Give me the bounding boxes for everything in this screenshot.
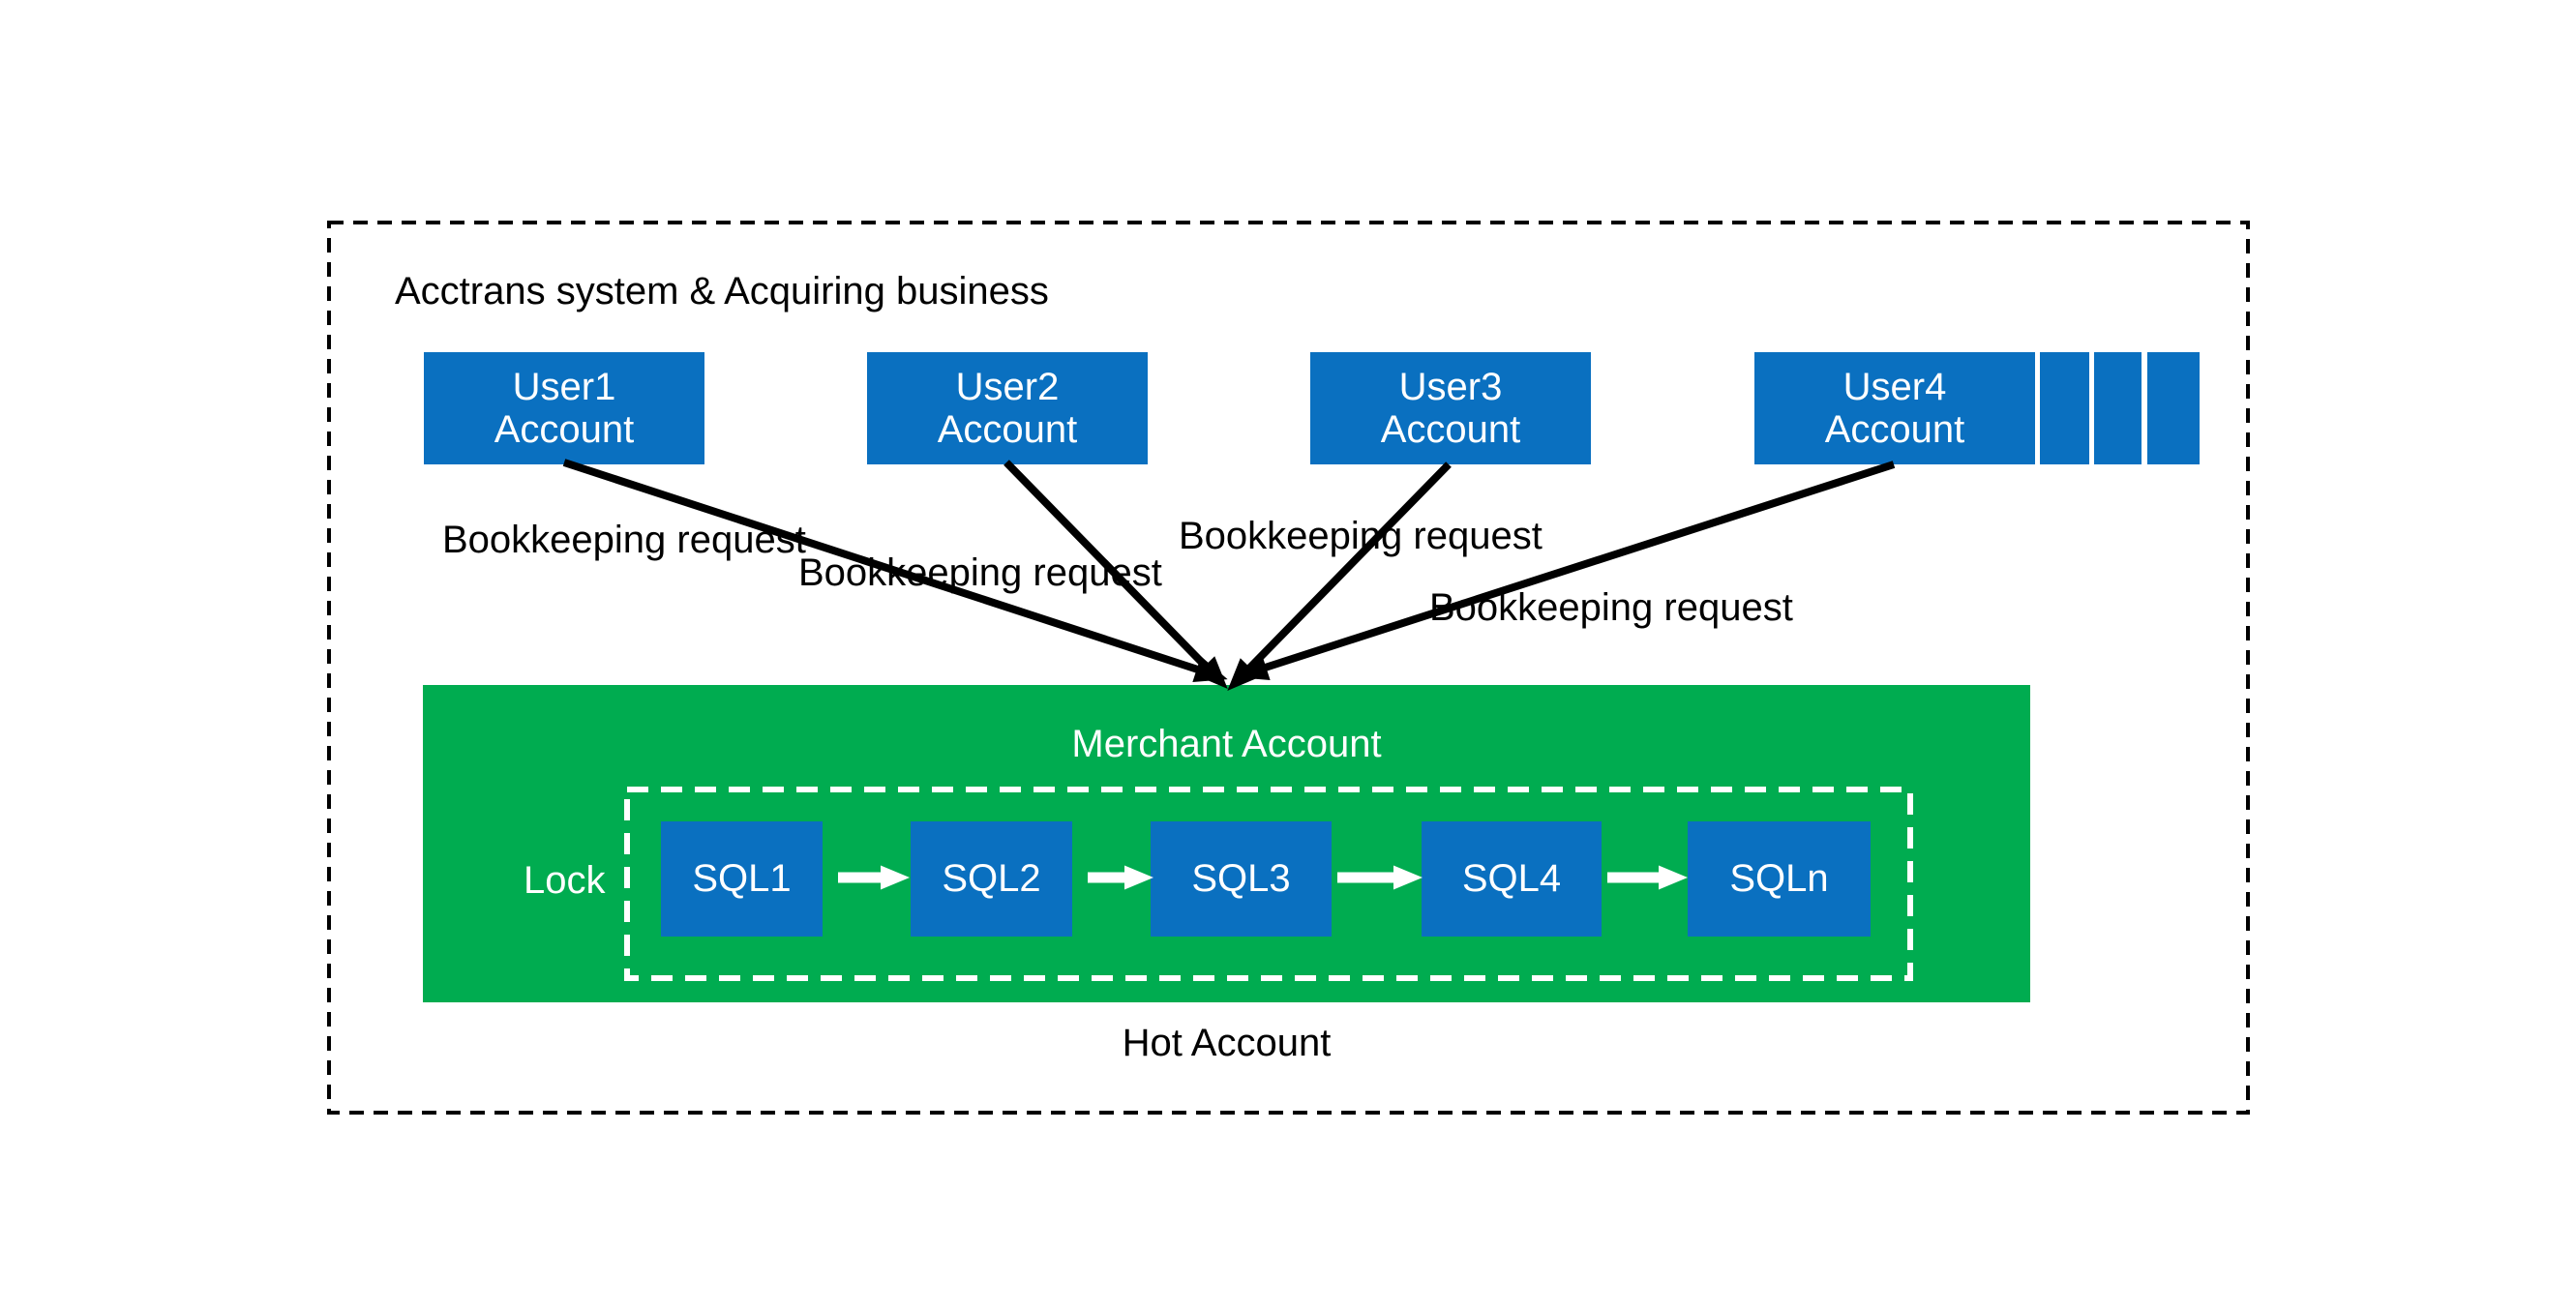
user2-account-box: User2 Account — [867, 352, 1148, 464]
sql4-label: SQL4 — [1461, 857, 1562, 900]
lock-label: Lock — [524, 859, 606, 902]
bookkeeping-request-label-4: Bookkeeping request — [1429, 586, 1793, 629]
sql3-box: SQL3 — [1151, 821, 1332, 937]
sql2-box: SQL2 — [911, 821, 1072, 937]
bookkeeping-request-label-1: Bookkeeping request — [442, 519, 806, 561]
sql1-box: SQL1 — [661, 821, 823, 937]
sqln-label: SQLn — [1729, 857, 1829, 900]
request-arrow-user4 — [1235, 461, 1896, 681]
user4-account-box: User4 Account — [1754, 352, 2035, 464]
more-accounts-bar — [2040, 352, 2089, 464]
user3-name: User3 — [1398, 366, 1503, 408]
hot-account-caption: Hot Account — [1122, 1022, 1332, 1064]
user4-account-label: Account — [1824, 408, 1965, 451]
user2-account-label: Account — [937, 408, 1078, 451]
user3-account-box: User3 Account — [1310, 352, 1591, 464]
diagram-title: Acctrans system & Acquiring business — [395, 270, 1049, 313]
request-arrow-user3 — [1227, 461, 1452, 692]
bookkeeping-request-label-3: Bookkeeping request — [1179, 515, 1543, 557]
more-accounts-bar — [2094, 352, 2142, 464]
merchant-account-label: Merchant Account — [1071, 723, 1382, 765]
sql4-box: SQL4 — [1422, 821, 1602, 937]
sql3-label: SQL3 — [1191, 857, 1291, 900]
user1-name: User1 — [512, 366, 616, 408]
bookkeeping-request-label-2: Bookkeeping request — [798, 551, 1162, 594]
sqln-box: SQLn — [1688, 821, 1871, 937]
sql1-label: SQL1 — [692, 857, 792, 900]
user1-account-label: Account — [494, 408, 635, 451]
user2-name: User2 — [955, 366, 1060, 408]
user4-name: User4 — [1842, 366, 1947, 408]
merchant-account-box: Merchant Account Lock SQL1 SQL2 SQL3 SQL… — [423, 685, 2030, 1002]
user3-account-label: Account — [1380, 408, 1521, 451]
more-accounts-bar — [2147, 352, 2200, 464]
user1-account-box: User1 Account — [424, 352, 704, 464]
sql2-label: SQL2 — [942, 857, 1041, 900]
